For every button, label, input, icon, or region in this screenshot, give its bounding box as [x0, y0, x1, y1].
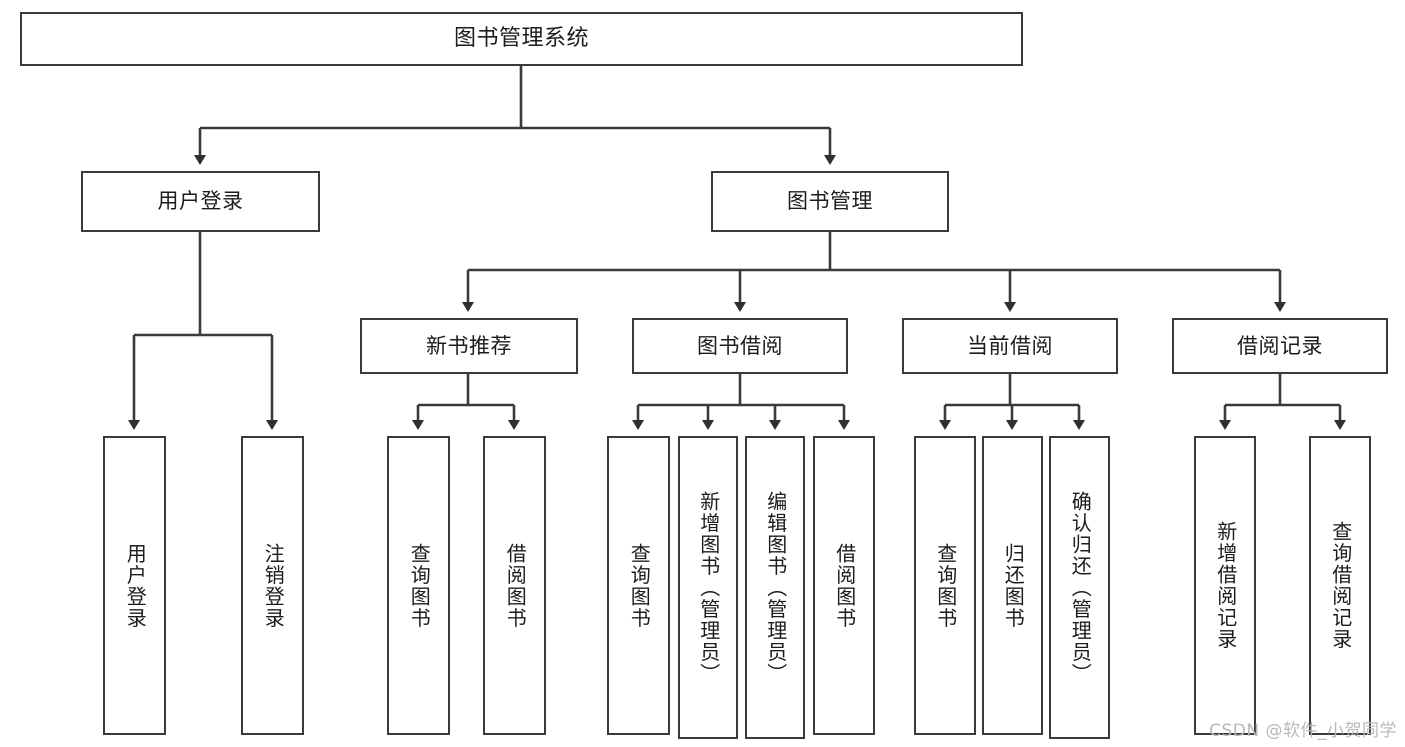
node-new-book-recommend-label: 新书推荐	[426, 333, 512, 358]
node-leaf-query-book-borrow-label: 查询图书	[627, 542, 652, 629]
node-leaf-user-login-label: 用户登录	[123, 542, 148, 629]
node-borrow-record-label: 借阅记录	[1237, 333, 1323, 358]
node-leaf-query-book-rec[interactable]: 查询图书	[387, 436, 450, 735]
node-leaf-add-borrow-record-label: 新增借阅记录	[1213, 521, 1238, 650]
node-leaf-query-book-current-label: 查询图书	[933, 542, 958, 629]
node-borrow-record[interactable]: 借阅记录	[1172, 318, 1388, 374]
node-leaf-borrow-book[interactable]: 借阅图书	[813, 436, 875, 735]
node-book-borrow[interactable]: 图书借阅	[632, 318, 848, 374]
node-book-manage-label: 图书管理	[787, 189, 873, 214]
node-leaf-borrow-book-label: 借阅图书	[832, 542, 857, 629]
node-leaf-edit-book-admin[interactable]: 编辑图书（管理员）	[745, 436, 805, 739]
node-user-login[interactable]: 用户登录	[81, 171, 320, 232]
node-leaf-confirm-return-admin[interactable]: 确认归还（管理员）	[1049, 436, 1110, 739]
node-leaf-edit-book-admin-label: 编辑图书（管理员）	[763, 490, 788, 685]
node-leaf-logout-login[interactable]: 注销登录	[241, 436, 304, 735]
node-current-borrow[interactable]: 当前借阅	[902, 318, 1118, 374]
node-leaf-query-book-rec-label: 查询图书	[407, 542, 432, 629]
csdn-watermark: CSDN @软件_小贺同学	[1209, 721, 1397, 741]
node-root-label: 图书管理系统	[453, 26, 589, 52]
node-leaf-logout-login-label: 注销登录	[261, 542, 286, 629]
node-root[interactable]: 图书管理系统	[20, 12, 1023, 66]
node-current-borrow-label: 当前借阅	[967, 333, 1053, 358]
node-leaf-borrow-book-rec[interactable]: 借阅图书	[483, 436, 546, 735]
node-leaf-query-borrow-record-label: 查询借阅记录	[1328, 521, 1353, 650]
node-leaf-return-book-label: 归还图书	[1001, 542, 1026, 629]
node-leaf-query-borrow-record[interactable]: 查询借阅记录	[1309, 436, 1371, 735]
node-leaf-return-book[interactable]: 归还图书	[982, 436, 1043, 735]
node-leaf-add-book-admin-label: 新增图书（管理员）	[696, 490, 721, 685]
node-book-manage[interactable]: 图书管理	[711, 171, 949, 232]
node-new-book-recommend[interactable]: 新书推荐	[360, 318, 578, 374]
node-leaf-borrow-book-rec-label: 借阅图书	[503, 542, 528, 629]
node-leaf-query-book-current[interactable]: 查询图书	[914, 436, 976, 735]
node-leaf-query-book-borrow[interactable]: 查询图书	[607, 436, 670, 735]
node-leaf-add-book-admin[interactable]: 新增图书（管理员）	[678, 436, 738, 739]
node-user-login-label: 用户登录	[157, 189, 244, 214]
node-book-borrow-label: 图书借阅	[697, 333, 783, 358]
node-leaf-user-login[interactable]: 用户登录	[103, 436, 166, 735]
node-leaf-confirm-return-admin-label: 确认归还（管理员）	[1068, 490, 1093, 685]
node-leaf-add-borrow-record[interactable]: 新增借阅记录	[1194, 436, 1256, 735]
